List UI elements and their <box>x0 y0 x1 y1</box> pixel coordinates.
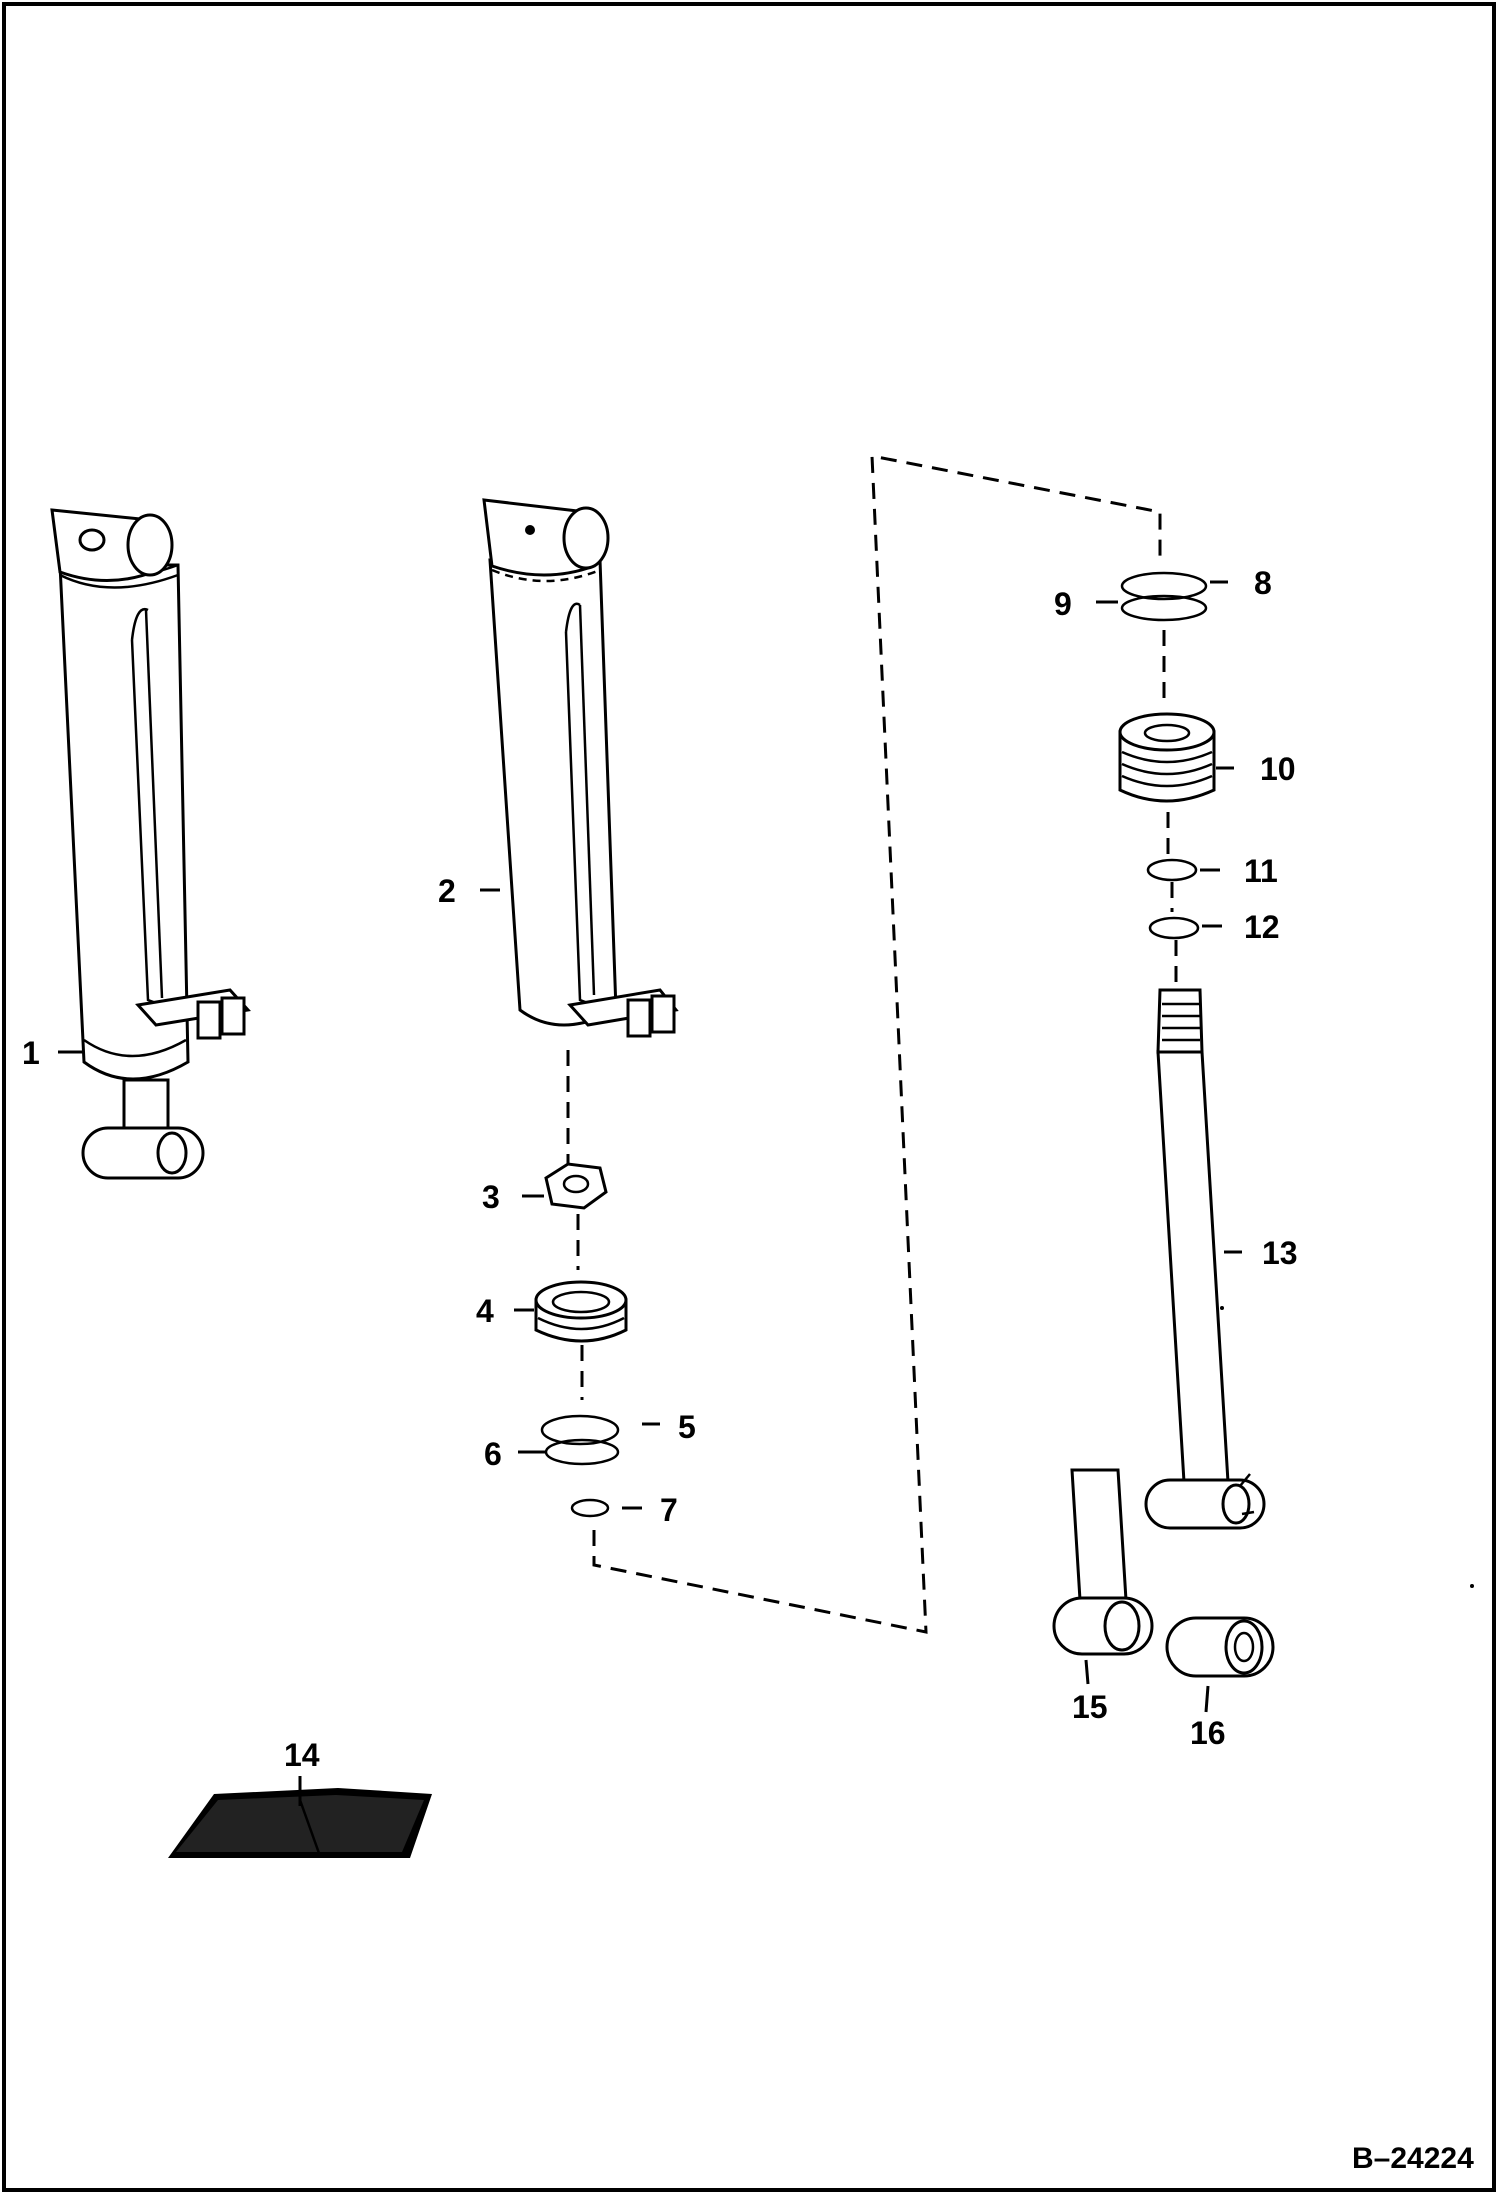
callout-13: 13 <box>1262 1235 1298 1271</box>
callout-5: 5 <box>678 1409 696 1445</box>
ring-set-illustration <box>540 1414 620 1466</box>
gland-illustration <box>534 1280 628 1343</box>
callout-1: 1 <box>22 1035 40 1071</box>
callout-7: 7 <box>660 1492 678 1528</box>
nut-illustration <box>544 1162 608 1210</box>
callout-11: 11 <box>1244 853 1278 889</box>
seal-ring-illustration <box>1146 858 1198 882</box>
exploded-view-bracket <box>592 454 1162 1634</box>
rod-end-illustration <box>1052 1468 1154 1656</box>
cylinder-assembly-illustration <box>50 508 251 1180</box>
callout-9: 9 <box>1054 586 1072 622</box>
callout-2: 2 <box>438 873 456 909</box>
callout-8: 8 <box>1254 565 1272 601</box>
callout-6: 6 <box>484 1436 502 1472</box>
rod-illustration <box>1144 988 1266 1530</box>
callout-4: 4 <box>476 1293 494 1329</box>
backup-ring-illustration <box>1148 916 1200 940</box>
bushing-illustration <box>1165 1616 1275 1678</box>
callout-10: 10 <box>1260 751 1296 787</box>
callout-16: 16 <box>1190 1715 1226 1751</box>
barrel-illustration <box>482 498 679 1038</box>
document-number: B–24224 <box>1352 2142 1474 2175</box>
callout-14: 14 <box>284 1737 320 1773</box>
callout-12: 12 <box>1244 909 1280 945</box>
piston-ring-set-illustration <box>1120 571 1208 622</box>
o-ring-illustration <box>570 1498 610 1518</box>
callout-3: 3 <box>482 1179 500 1215</box>
piston-illustration <box>1118 712 1216 803</box>
callout-15: 15 <box>1072 1689 1108 1725</box>
decal-illustration <box>168 1788 432 1858</box>
